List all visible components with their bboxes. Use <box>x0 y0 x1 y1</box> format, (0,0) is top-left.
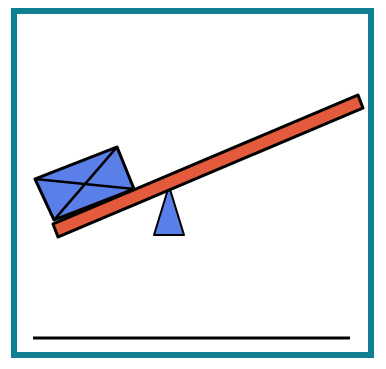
fulcrum-triangle <box>153 185 185 236</box>
box-cross-line-2 <box>53 146 118 221</box>
seesaw-plank <box>51 93 365 239</box>
